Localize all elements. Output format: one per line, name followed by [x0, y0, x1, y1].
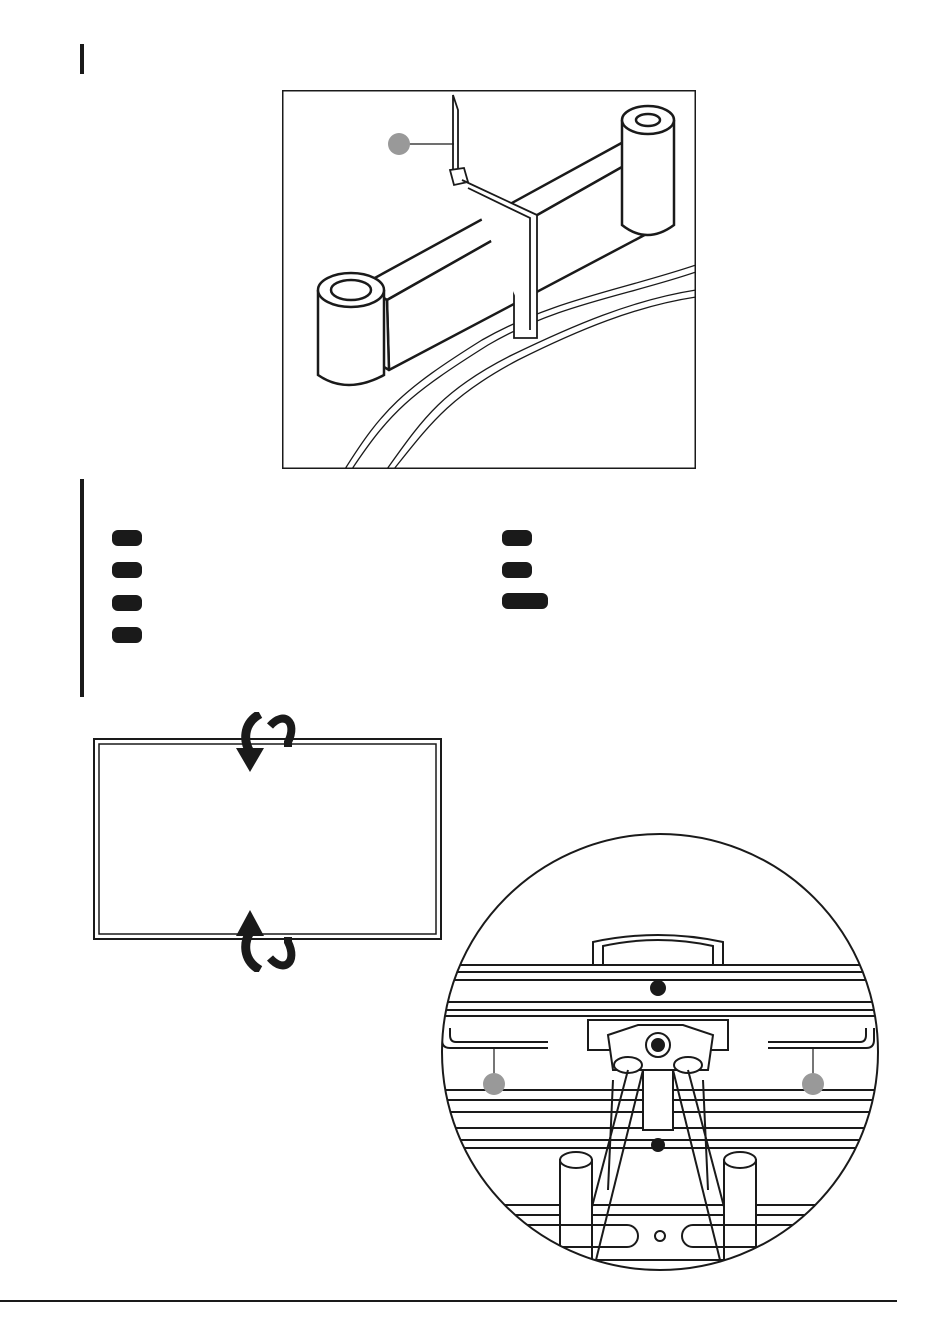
part-badge-left-1 — [112, 530, 142, 546]
part-badge-left-4 — [112, 627, 142, 643]
section-marker-parts — [80, 479, 84, 697]
bracket-detail-magnified-illustration — [438, 830, 882, 1274]
callout-marker-right — [802, 1073, 824, 1095]
cable-tie-on-arm-illustration — [282, 90, 696, 469]
section-marker-top — [80, 44, 84, 74]
screen-rotate-figure — [92, 712, 444, 972]
part-badge-right-3 — [502, 593, 548, 609]
arm-cable-tie-figure — [282, 90, 696, 469]
part-badge-right-2 — [502, 562, 532, 578]
footer-rule — [0, 1300, 897, 1302]
part-badge-left-3 — [112, 595, 142, 611]
part-badge-left-2 — [112, 562, 142, 578]
rotate-arrows-icon — [92, 712, 444, 972]
callout-marker — [388, 133, 410, 155]
part-badge-right-1 — [502, 530, 532, 546]
callout-marker-left — [483, 1073, 505, 1095]
bracket-detail-figure — [438, 830, 882, 1274]
